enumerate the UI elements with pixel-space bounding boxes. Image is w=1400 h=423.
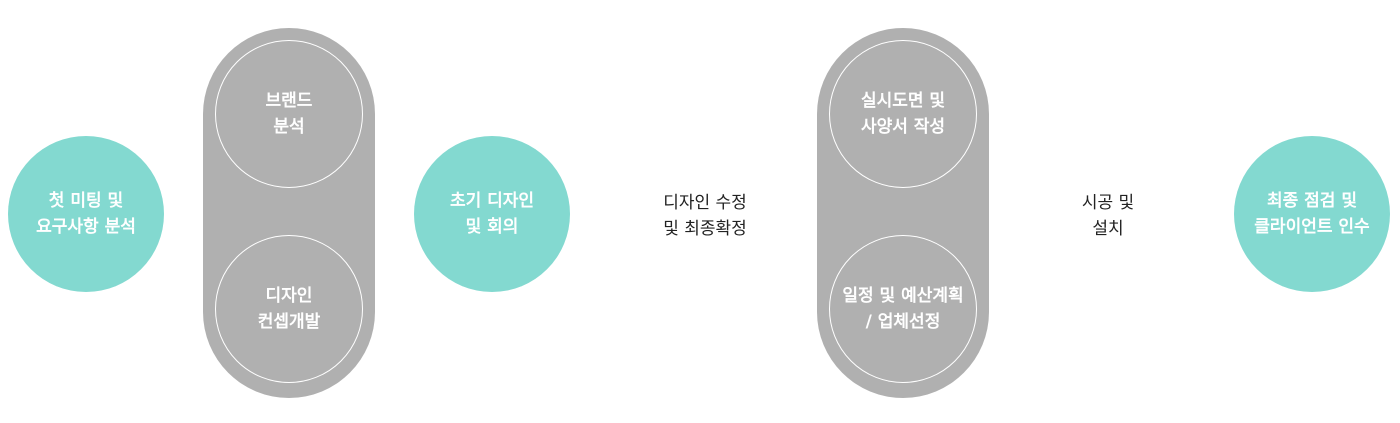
step-first-meeting-line1: 첫 미팅 및 [48, 191, 124, 211]
step-design-concept-line1: 디자인 [265, 286, 313, 306]
step-first-meeting-line2: 요구사항 분석 [36, 217, 136, 237]
step-initial-design-line1: 초기 디자인 [449, 191, 535, 211]
step-drawings-specs-line2: 사양서 작성 [860, 117, 946, 137]
step-construction: 시공 및 설치 [1038, 190, 1178, 242]
step-drawings-specs: 실시도면 및 사양서 작성 [829, 40, 977, 188]
step-design-concept: 디자인 컨셉개발 [215, 235, 363, 383]
step-final-inspection: 최종 점검 및 클라이언트 인수 [1234, 136, 1390, 292]
step-construction-line2: 설치 [1092, 219, 1124, 239]
step-final-inspection-line1: 최종 점검 및 [1266, 191, 1358, 211]
step-schedule-budget-line2: / 업체선정 [865, 312, 941, 332]
step-brand-analysis-line2: 분석 [273, 117, 305, 137]
step-brand-analysis-line1: 브랜드 [265, 91, 313, 111]
step-design-revision-line1: 디자인 수정 [663, 193, 747, 213]
step-group-drawings-planning: 실시도면 및 사양서 작성 일정 및 예산계획 / 업체선정 [817, 28, 989, 398]
step-first-meeting: 첫 미팅 및 요구사항 분석 [8, 136, 164, 292]
step-design-concept-line2: 컨셉개발 [257, 312, 321, 332]
step-final-inspection-line2: 클라이언트 인수 [1254, 217, 1370, 237]
step-initial-design-line2: 및 회의 [465, 217, 519, 237]
step-construction-line1: 시공 및 [1081, 193, 1135, 213]
step-schedule-budget-line1: 일정 및 예산계획 [842, 286, 964, 306]
step-schedule-budget: 일정 및 예산계획 / 업체선정 [829, 235, 977, 383]
step-design-revision: 디자인 수정 및 최종확정 [620, 190, 790, 242]
step-group-brand-concept: 브랜드 분석 디자인 컨셉개발 [203, 28, 375, 398]
step-initial-design: 초기 디자인 및 회의 [414, 136, 570, 292]
step-brand-analysis: 브랜드 분석 [215, 40, 363, 188]
step-drawings-specs-line1: 실시도면 및 [860, 91, 946, 111]
step-design-revision-line2: 및 최종확정 [663, 219, 747, 239]
